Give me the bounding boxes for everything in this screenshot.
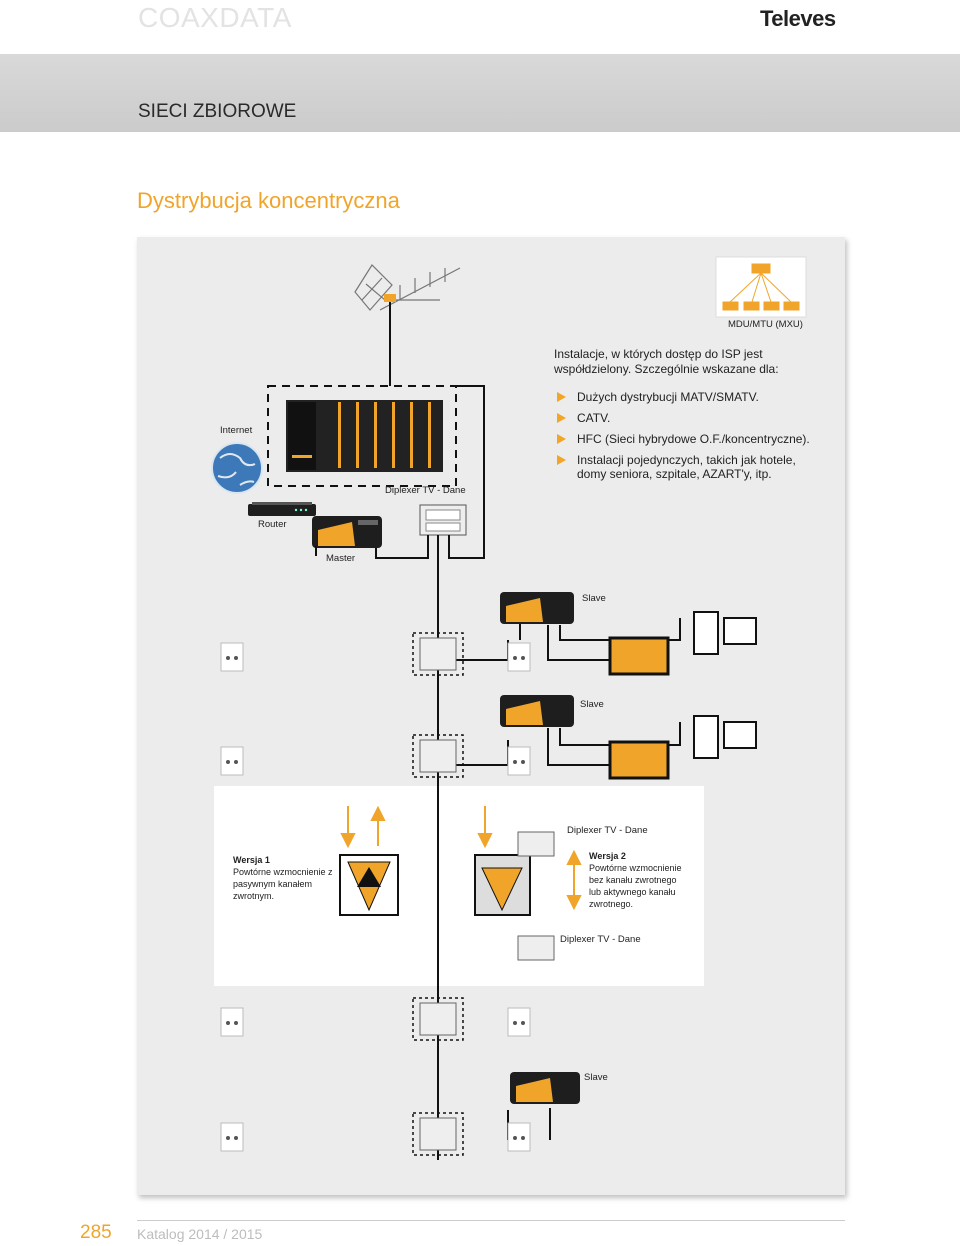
footer-divider xyxy=(137,1220,845,1221)
section-title: SIECI ZBIOROWE xyxy=(138,101,297,122)
section-band xyxy=(0,54,960,132)
mdu-label: MDU/MTU (MXU) xyxy=(728,319,803,330)
headend-outline xyxy=(267,385,457,487)
brand-title: COAXDATA xyxy=(138,2,292,33)
tv-icon xyxy=(608,636,670,780)
diplexer-label-v2-bottom: Diplexer TV - Dane xyxy=(560,934,641,945)
antenna-icon xyxy=(354,264,461,311)
bullet-icon xyxy=(557,392,566,402)
diplexer-label-v2-top: Diplexer TV - Dane xyxy=(567,825,648,836)
version2-text: Powtórne wzmocnienie bez kanału zwrotneg… xyxy=(589,863,682,909)
bullet-item: HFC (Sieci hybrydowe O.F./koncentryczne)… xyxy=(557,432,817,446)
version1-text: Powtórne wzmocnienie z pasywnym kanałem … xyxy=(233,867,333,901)
headend-icon xyxy=(286,400,443,472)
globe-icon xyxy=(211,442,263,494)
diplexer-label-top: Diplexer TV - Dane xyxy=(385,485,466,496)
bullet-item: Instalacji pojedynczych, takich jak hote… xyxy=(557,453,817,481)
bullet-icon xyxy=(557,413,566,423)
bullet-item: CATV. xyxy=(557,411,817,425)
diplexer-icon xyxy=(419,504,467,536)
amplifier-icon xyxy=(339,854,531,916)
bullet-icon xyxy=(557,434,566,444)
catalog-label: Katalog 2014 / 2015 xyxy=(137,1226,263,1242)
internet-label: Internet xyxy=(220,425,253,436)
page-heading: Dystrybucja koncentryczna xyxy=(137,188,400,213)
computer-icon xyxy=(693,611,757,759)
bullet-list: Dużych dystrybucji MATV/SMATV. CATV. HFC… xyxy=(557,390,817,481)
wall-outlet-icon xyxy=(220,642,531,1152)
bullet-icon xyxy=(557,455,566,465)
slave-label-1: Slave xyxy=(582,593,606,604)
slave-label-2: Slave xyxy=(580,699,604,710)
diagram-panel xyxy=(137,237,845,1195)
version1-title: Wersja 1 xyxy=(233,855,270,865)
page-number: 285 xyxy=(80,1222,112,1243)
coaxdata-adapter-icon xyxy=(312,516,382,548)
master-label: Master xyxy=(326,553,356,564)
arrow-icons xyxy=(340,805,582,911)
slave-label-3: Slave xyxy=(584,1072,608,1083)
mdu-diagram xyxy=(715,256,807,318)
intro-text: Instalacje, w których dostęp do ISP jest… xyxy=(554,347,779,376)
router-label: Router xyxy=(258,519,287,530)
slave-adapters xyxy=(500,592,580,1104)
router-icon xyxy=(248,502,316,516)
version2-title: Wersja 2 xyxy=(589,851,626,861)
bullet-item: Dużych dystrybucji MATV/SMATV. xyxy=(557,390,817,404)
televes-logo: Televes xyxy=(760,6,836,31)
version1-block: Wersja 1 Powtórne wzmocnienie z pasywnym… xyxy=(233,854,333,902)
version2-block: Wersja 2 Powtórne wzmocnienie bez kanału… xyxy=(589,850,689,910)
